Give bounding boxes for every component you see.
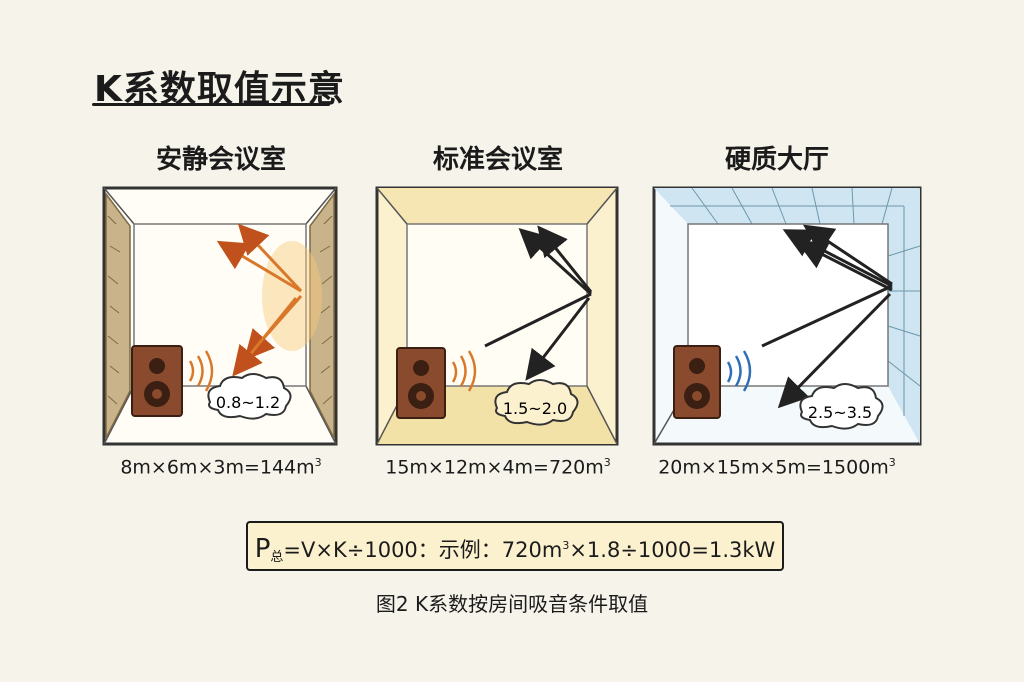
speaker-icon <box>673 345 721 419</box>
reflection-arrows-standard <box>484 225 593 381</box>
reflection-arrows-hard-hall <box>761 224 893 409</box>
room-title-standard: 标准会议室 <box>432 145 563 175</box>
k-badge-hard-hall: 2.5~3.5 <box>808 403 872 422</box>
room-title-quiet: 安静会议室 <box>155 145 286 175</box>
room-diagram-quiet: 0.8~1.2 <box>102 186 338 446</box>
room-volume-hard-hall: 20m×15m×5m=1500m3 <box>658 456 896 479</box>
formula-p-subscript: 总 <box>270 550 284 565</box>
figure-caption: 图2 K系数按房间吸音条件取值 <box>375 592 649 616</box>
sound-wave-icon <box>726 350 752 392</box>
formula-exponent: 3 <box>562 539 570 552</box>
k-badge-bubble <box>207 373 292 420</box>
title-underline <box>92 103 330 106</box>
room-hard-hall: 硬质大厅 <box>652 140 922 479</box>
room-diagram-hard-hall: 2.5~3.5 <box>652 186 922 446</box>
room-volume-standard: 15m×12m×4m=720m3 <box>385 456 611 479</box>
formula-box: P总=V×K÷1000：示例：720m3×1.8÷1000=1.3kW <box>246 521 784 571</box>
k-badge-bubble <box>494 379 579 426</box>
k-badge-bubble <box>799 383 884 430</box>
speaker-icon <box>131 345 183 417</box>
room-standard: 标准会议室 <box>373 140 623 478</box>
k-badge-quiet: 0.8~1.2 <box>216 393 280 412</box>
sound-wave-icon <box>188 350 214 392</box>
formula-rest: ×1.8÷1000=1.3kW <box>569 538 776 562</box>
room-volume-quiet: 8m×6m×3m=144m3 <box>120 456 322 479</box>
formula-expression: =V×K÷1000：示例：720m <box>283 538 563 562</box>
formula-p-symbol: P <box>254 534 271 564</box>
absorb-wall-left <box>105 191 131 439</box>
reflection-arrows-quiet <box>216 223 303 377</box>
room-diagram-standard: 1.5~2.0 <box>375 186 619 446</box>
room-title-hard-hall: 硬质大厅 <box>724 145 829 175</box>
sound-wave-icon <box>451 350 477 392</box>
room-quiet: 安静会议室 <box>96 140 346 478</box>
k-badge-standard: 1.5~2.0 <box>503 399 567 418</box>
absorb-wall-right <box>309 191 335 439</box>
speaker-icon <box>396 347 446 419</box>
